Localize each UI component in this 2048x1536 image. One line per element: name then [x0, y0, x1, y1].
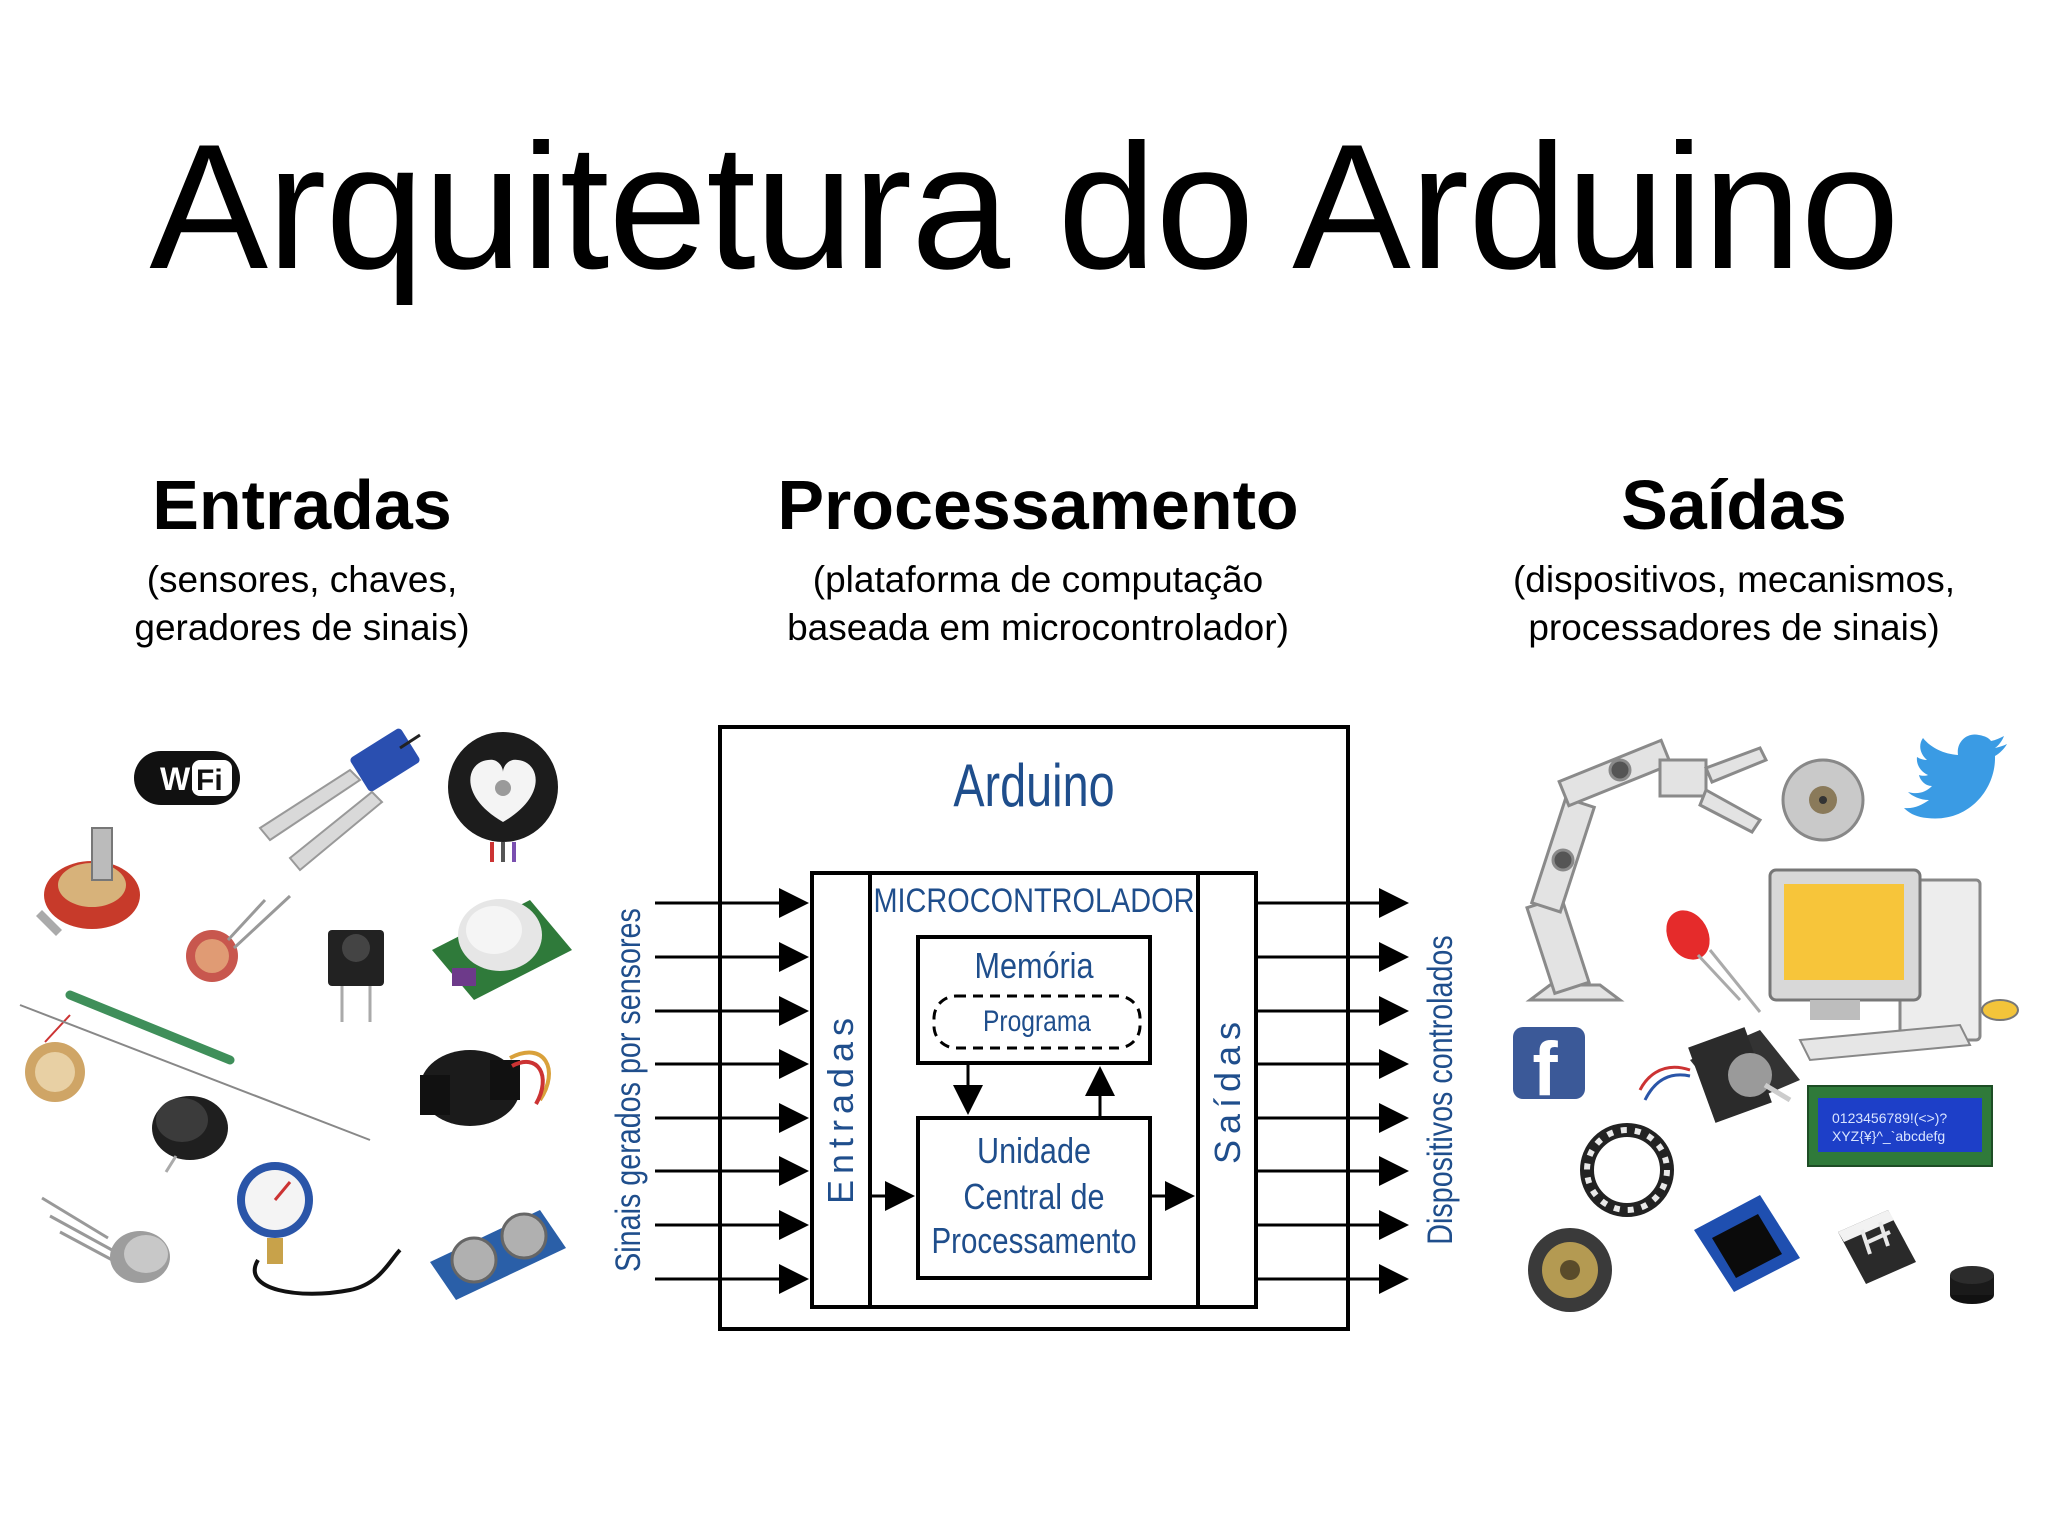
ultrasonic-sensor-icon	[430, 1210, 566, 1300]
inputs-column-header: Entradas (sensores, chaves, geradores de…	[0, 470, 604, 652]
arduino-board-label: Arduino	[953, 752, 1114, 819]
output-signal-arrows	[1256, 888, 1409, 1294]
photoresistor-icon	[186, 894, 292, 982]
microphone-icon	[152, 1096, 228, 1173]
potentiometer-icon	[36, 827, 140, 936]
slide-title: Arquitetura do Arduino	[149, 107, 1899, 306]
oled-display-icon	[1694, 1195, 1800, 1292]
input-signal-arrows	[655, 888, 809, 1294]
wifi-logo-icon: Wi Fi	[134, 751, 240, 805]
memory-box	[916, 935, 1152, 1065]
desktop-computer-icon	[1768, 868, 2019, 1062]
svg-text:Fi: Fi	[196, 764, 223, 797]
input-port-column	[810, 871, 872, 1309]
piezo-disc-icon	[25, 1014, 85, 1102]
processing-column-header: Processamento (plataforma de computação …	[728, 470, 1348, 652]
inputs-heading: Entradas	[152, 466, 452, 544]
inputs-subtitle-line1: (sensores, chaves,	[146, 559, 458, 600]
output-port-label: Saídas	[1207, 1016, 1248, 1164]
soil-moisture-sensor-icon	[258, 728, 421, 872]
cpu-label-line2: Central de	[963, 1178, 1104, 1218]
right-side-label: Dispositivos controlados	[1420, 935, 1459, 1244]
pir-motion-sensor-icon	[432, 899, 572, 1000]
processing-subtitle-line1: (plataforma de computação	[812, 559, 1264, 600]
svg-text:f: f	[1532, 1027, 1558, 1112]
cpu-box	[916, 1116, 1152, 1280]
water-flow-sensor-icon	[420, 1050, 551, 1126]
program-label: Programa	[983, 1004, 1092, 1038]
outputs-column-header: Saídas (dispositivos, mecanismos, proces…	[1424, 470, 2044, 652]
transistor-sensor-icon	[41, 1196, 170, 1283]
cpu-label-line3: Processamento	[931, 1220, 1136, 1260]
input-port-label: Entradas	[820, 1012, 861, 1204]
processing-heading: Processamento	[777, 466, 1299, 544]
cpu-label-line1: Unidade	[977, 1132, 1091, 1172]
left-side-label: Sinais gerados por sensores	[608, 908, 647, 1272]
lcd-display-icon: 0123456789!(<>)? XYZ{¥}^_`abcdefg	[1807, 1085, 1993, 1167]
output-port-column	[1196, 871, 1258, 1309]
outputs-subtitle-line2: processadores de sinais)	[1528, 607, 1940, 648]
svg-text:0123456789!(<>)?: 0123456789!(<>)?	[1832, 1110, 1947, 1126]
pressure-gauge-icon	[237, 1162, 402, 1296]
reed-switch-icon	[19, 990, 371, 1141]
memory-label: Memória	[975, 947, 1094, 987]
dc-motor-icon	[1781, 758, 1865, 842]
arduino-board-box	[718, 725, 1350, 1331]
speaker-icon	[1528, 1228, 1612, 1312]
svg-text:XYZ{¥}^_`abcdefg: XYZ{¥}^_`abcdefg	[1832, 1128, 1945, 1144]
microcontroller-label: MICROCONTROLADOR	[873, 881, 1194, 920]
outputs-subtitle-line1: (dispositivos, mecanismos,	[1512, 559, 1956, 600]
robotic-arm-icon	[1525, 738, 1769, 1002]
led-icon	[1666, 910, 1762, 1013]
twitter-logo-icon	[1904, 734, 2007, 819]
pulse-sensor-icon	[448, 732, 558, 862]
push-button-icon	[328, 930, 384, 1022]
led-ring-icon	[1580, 1123, 1674, 1217]
facebook-logo-icon: f	[1513, 1027, 1585, 1112]
seven-segment-display-icon	[1838, 1210, 1916, 1284]
processing-subtitle-line2: baseada em microcontrolador)	[787, 607, 1289, 648]
buzzer-icon	[1950, 1266, 1994, 1304]
outputs-heading: Saídas	[1621, 466, 1847, 544]
inputs-subtitle-line2: geradores de sinais)	[134, 607, 470, 648]
stepper-motor-icon	[1638, 1027, 1800, 1123]
